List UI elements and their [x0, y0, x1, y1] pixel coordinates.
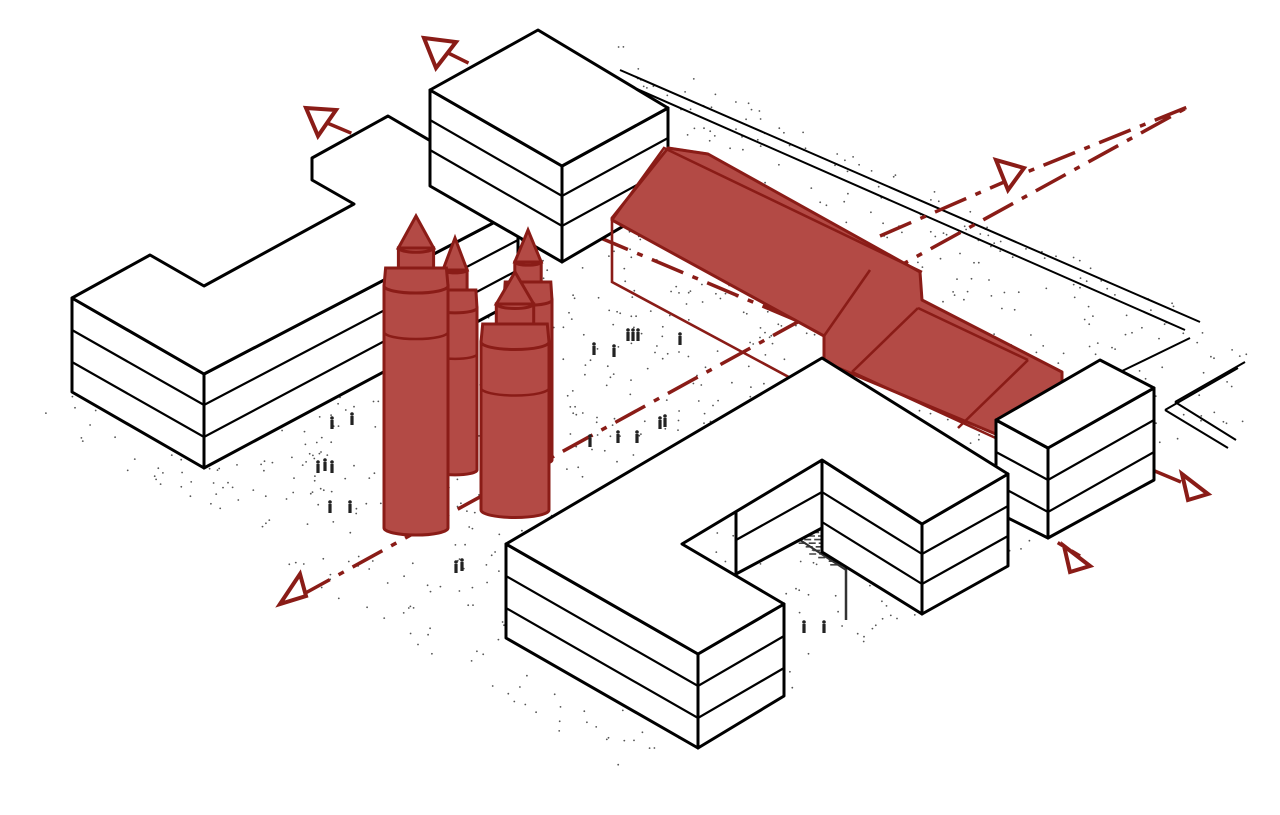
- arrowhead-east: [1178, 469, 1213, 503]
- person-figure: [330, 460, 334, 473]
- arrowhead-northeast: [992, 156, 1028, 195]
- arrowhead-north: [420, 35, 460, 73]
- person-figure: [678, 332, 682, 345]
- tower: [382, 212, 450, 537]
- person-figure: [802, 620, 806, 633]
- towers-cluster: [382, 212, 554, 537]
- person-figure: [631, 328, 635, 341]
- person-figure: [663, 414, 667, 427]
- arrowhead-southwest: [275, 569, 309, 608]
- person-figure: [612, 344, 616, 357]
- arrowhead-southeast: [1060, 541, 1095, 575]
- block-north: [428, 28, 670, 264]
- person-figure: [822, 620, 826, 633]
- person-figure: [316, 460, 320, 473]
- person-figure: [348, 500, 352, 513]
- tower: [479, 269, 551, 519]
- person-figure: [616, 430, 620, 443]
- person-figure: [328, 500, 332, 513]
- person-figure: [323, 458, 327, 471]
- person-figure: [636, 328, 640, 341]
- u-shaped-block-south: [504, 356, 1010, 750]
- person-figure: [460, 558, 464, 571]
- axis-arrowheads: [275, 35, 1213, 608]
- person-figure: [635, 430, 639, 443]
- person-figure: [658, 416, 662, 429]
- axis-north-south-diagonal: [299, 104, 1191, 598]
- person-figure: [454, 560, 458, 573]
- pedestrian-figures: [316, 328, 826, 633]
- person-figure: [330, 416, 334, 429]
- arrowhead-northwest: [302, 105, 340, 141]
- person-figure: [588, 434, 592, 447]
- person-figure: [626, 328, 630, 341]
- axis-northeast: [879, 174, 1019, 238]
- road: [611, 69, 1246, 449]
- person-figure: [350, 412, 354, 425]
- person-figure: [592, 342, 596, 355]
